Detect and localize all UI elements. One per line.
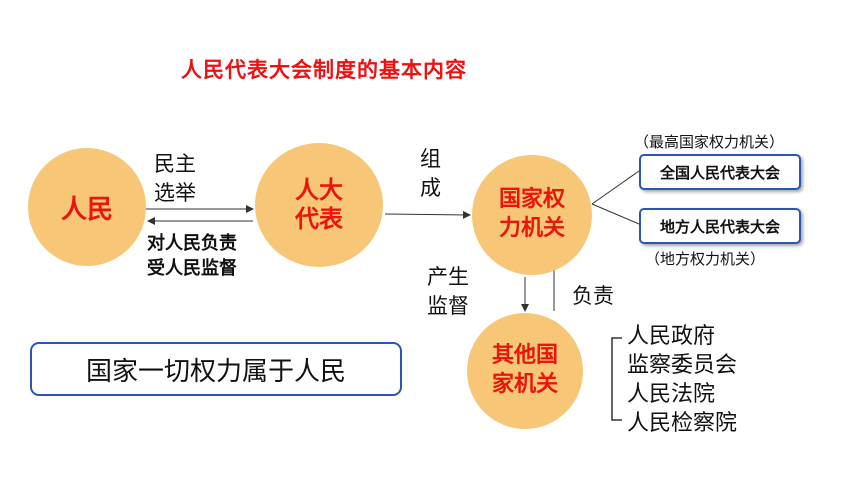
label-local-power-organ: （地方权力机关）: [645, 250, 766, 268]
list-item: 人民检察院: [627, 411, 738, 436]
label-form: 组 成: [420, 147, 441, 200]
label-responsible-supervised: 对人民负责 受人民监督: [147, 233, 237, 279]
organs-list: 人民政府 监察委员会 人民法院 人民检察院: [627, 322, 737, 438]
branch-local: [591, 203, 640, 225]
box-local-peoples-congress: 地方人民代表大会: [639, 208, 801, 244]
list-item: 人民法院: [627, 382, 716, 407]
organ-list-bracket: [611, 337, 622, 421]
label-produce-supervise: 产生 监督: [427, 265, 469, 318]
label-democratic-election: 民主 选举: [154, 152, 196, 205]
node-other-state-organs: 其他国家机关: [467, 313, 583, 429]
principle-box: 国家一切权力属于人民: [30, 342, 402, 396]
label-report-responsible: 负责: [572, 284, 614, 308]
box-national-peoples-congress: 全国人民代表大会: [639, 154, 801, 190]
node-state-power-organ: 国家权力机关: [472, 155, 592, 275]
arrow-form: [384, 210, 471, 219]
label-highest-power-organ: （最高国家权力机关）: [634, 133, 785, 151]
page-title: 人民代表大会制度的基本内容: [181, 58, 467, 82]
list-item: 监察委员会: [627, 353, 738, 378]
node-representatives: 人大代表: [255, 143, 383, 267]
list-item: 人民政府: [627, 324, 716, 349]
node-people: 人民: [28, 148, 146, 266]
branch-national: [591, 170, 640, 205]
